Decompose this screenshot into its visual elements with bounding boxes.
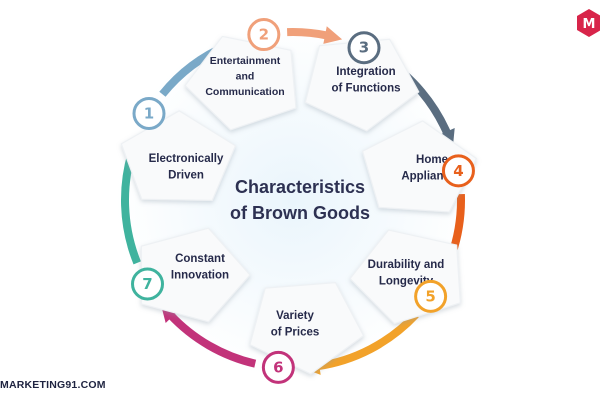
card-4 xyxy=(361,120,477,213)
step-badge-1: 1 xyxy=(132,96,166,130)
step-badge-ring-6 xyxy=(261,350,295,384)
step-number-6: 6 xyxy=(273,358,283,376)
ring-arc-6 xyxy=(167,311,257,368)
footer-watermark: MARKETING91.COM xyxy=(0,379,106,391)
step-badge-4: 4 xyxy=(441,154,475,188)
step-badge-3: 3 xyxy=(347,31,381,65)
step-badge-ring-1 xyxy=(132,96,166,130)
badge-layer: 1 2 3 4 5 6 7 xyxy=(131,18,475,384)
card-3 xyxy=(304,38,420,132)
card-5-label-line-1: Durability and xyxy=(368,259,445,271)
step-badge-ring-2 xyxy=(247,18,281,52)
card-2-label-line-1: Entertainment xyxy=(210,55,281,67)
card-4-label-line-1: Home xyxy=(416,154,448,166)
brand-logo-icon: M xyxy=(577,9,600,37)
step-number-1: 1 xyxy=(144,104,154,122)
ring-arc-5 xyxy=(315,311,419,371)
step-badge-ring-4 xyxy=(441,154,475,188)
card-7-label-line-2: Innovation xyxy=(171,270,229,282)
step-number-3: 3 xyxy=(359,39,369,57)
card-6-label-line-2: of Prices xyxy=(271,327,320,339)
ring-arrowhead-2 xyxy=(323,26,343,44)
card-2-label-line-2: and xyxy=(236,71,255,83)
card-7 xyxy=(140,227,251,323)
card-2-label-line-3: Communication xyxy=(205,86,284,98)
step-badge-ring-5 xyxy=(414,279,448,313)
card-1-label-line-1: Electronically xyxy=(149,153,224,165)
card-3-label-line-2: of Functions xyxy=(332,83,401,95)
svg-text:M: M xyxy=(583,17,596,32)
center-title-line-1: Characteristics xyxy=(235,177,365,197)
card-1-label-line-2: Driven xyxy=(168,170,204,182)
card-1 xyxy=(120,110,237,201)
card-3-label-line-1: Integration xyxy=(336,66,395,78)
step-number-7: 7 xyxy=(142,275,152,293)
step-number-5: 5 xyxy=(425,287,435,305)
center-title-line-2: of Brown Goods xyxy=(230,203,370,223)
center-title: Characteristics of Brown Goods xyxy=(230,177,370,223)
step-number-2: 2 xyxy=(259,26,269,44)
step-badge-ring-7 xyxy=(131,267,165,301)
step-badge-6: 6 xyxy=(261,350,295,384)
ring-arc-2 xyxy=(286,28,329,40)
step-badge-ring-3 xyxy=(347,31,381,65)
card-2 xyxy=(184,35,297,131)
step-badge-7: 7 xyxy=(131,267,165,301)
card-7-label-line-1: Constant xyxy=(175,253,225,265)
step-badge-2: 2 xyxy=(247,18,281,52)
step-number-4: 4 xyxy=(453,162,463,180)
card-6-label-line-1: Variety xyxy=(276,310,314,322)
step-badge-5: 5 xyxy=(414,279,448,313)
